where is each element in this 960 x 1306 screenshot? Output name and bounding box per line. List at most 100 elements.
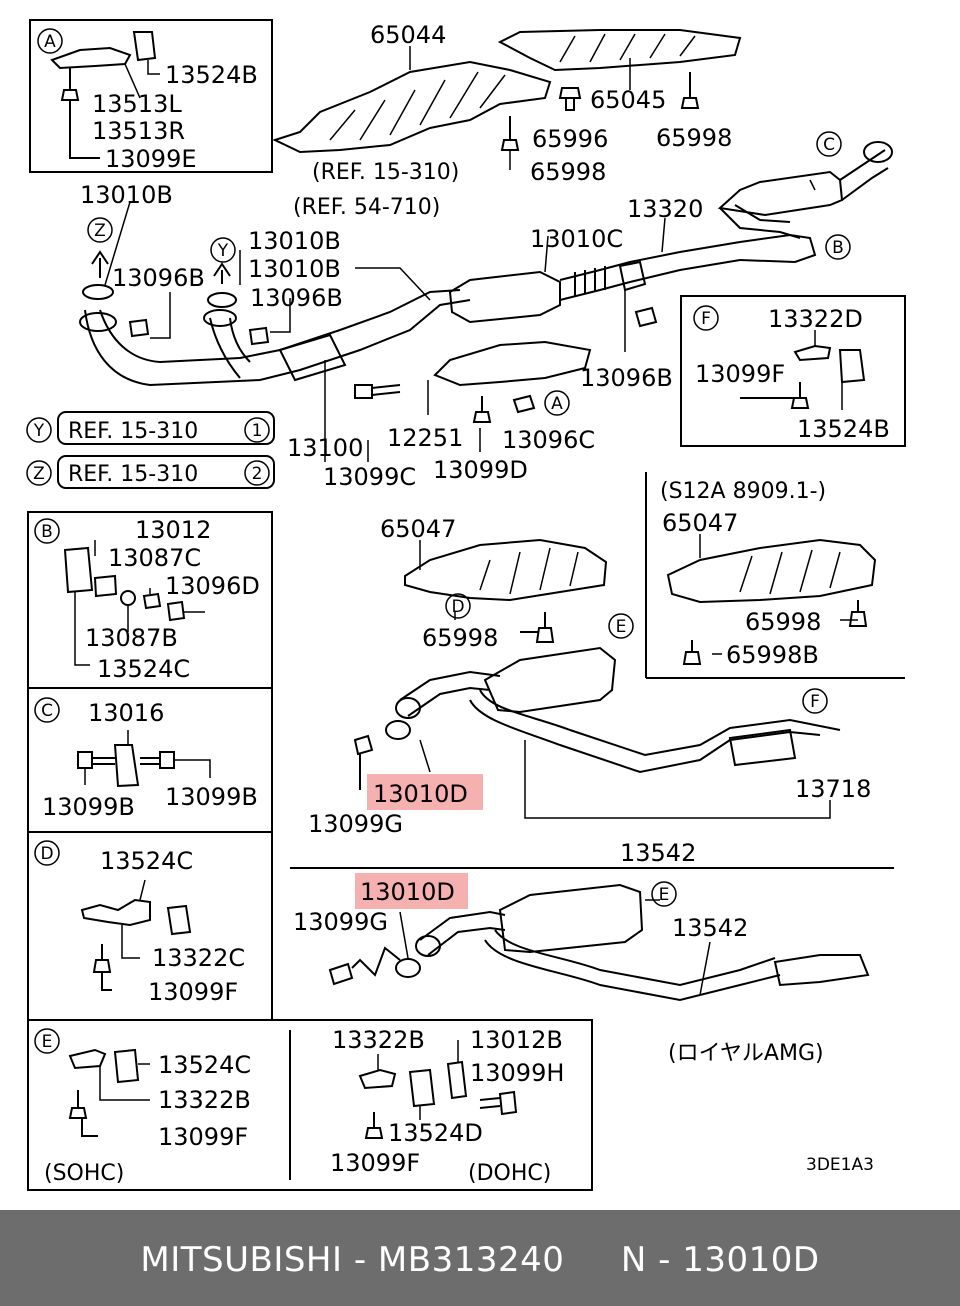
- box-e-dohc-13099H: 13099H: [470, 1059, 564, 1087]
- box-e-dohc-hanger: [358, 1068, 397, 1090]
- box-b-bush: [93, 574, 118, 598]
- label-13099D: 13099D: [433, 456, 528, 484]
- box-f-hanger: [793, 344, 832, 362]
- bolt-65998B: [682, 640, 702, 665]
- marker-y: Y: [217, 241, 229, 261]
- box-b-label-13087C: 13087C: [108, 544, 201, 572]
- box-d-rubber: [166, 904, 192, 936]
- box-e-dohc-13099F: 13099F: [330, 1149, 420, 1177]
- label-13542-b: 13542: [672, 914, 748, 942]
- marker-circle-d-box: [34, 840, 60, 866]
- marker-circle-y: [210, 237, 236, 263]
- marker-f-mid: F: [810, 692, 820, 712]
- muffler-amg-flange: [415, 935, 441, 957]
- label-65998-c: 65998: [422, 624, 498, 652]
- box-e-frame: [27, 1019, 593, 1191]
- box-c-bolt-right: [140, 751, 175, 769]
- label-12251: 12251: [387, 424, 463, 452]
- nut-13096B-right: [634, 306, 658, 328]
- marker-circle-e-mid: [608, 613, 634, 639]
- marker-two: 2: [252, 464, 263, 484]
- box-d-hanger: [80, 898, 151, 927]
- marker-b-box: B: [41, 522, 53, 542]
- label-13010B-a: 13010B: [80, 181, 173, 209]
- y-ref-box: [57, 411, 275, 445]
- footer-brand: MITSUBISHI: [140, 1240, 343, 1280]
- z-ref-text: REF. 15-310: [68, 462, 198, 487]
- bolt-65045: [558, 87, 582, 111]
- tailpipe-silencer: [728, 728, 797, 767]
- marker-circle-two: [244, 460, 270, 486]
- marker-f-box: F: [701, 309, 711, 329]
- box-e-dohc-bolt-2: [364, 1112, 384, 1139]
- resonator-outlet-flange: [863, 141, 893, 163]
- label-13099G-b: 13099G: [293, 908, 388, 936]
- box-e-dohc-bolt: [479, 1090, 518, 1116]
- label-ref-54-710: (REF. 54-710): [293, 195, 440, 220]
- label-13010D-b: 13010D: [360, 878, 455, 906]
- label-13542-a: 13542: [620, 839, 696, 867]
- box-c-label-13099B-b: 13099B: [165, 783, 258, 811]
- label-13718: 13718: [795, 775, 871, 803]
- label-13100: 13100: [287, 434, 363, 462]
- footer-n-code: 13010D: [682, 1240, 820, 1280]
- muffler-main-inlet: [399, 670, 501, 717]
- box-e-sohc-rubber: [113, 1048, 140, 1084]
- arrow-y: [213, 262, 231, 284]
- box-c-bolt-left: [77, 751, 115, 769]
- label-13096C: 13096C: [502, 426, 595, 454]
- box-e-sohc-13322B: 13322B: [158, 1086, 251, 1114]
- label-royal-amg: (ロイヤルAMG): [668, 1041, 824, 1066]
- marker-b-top: B: [832, 238, 844, 258]
- front-pipe-13100-b: [99, 289, 461, 364]
- label-13320: 13320: [627, 195, 703, 223]
- muffler-amg-tailpipe: [484, 929, 781, 1002]
- box-b-label-13096D: 13096D: [165, 572, 260, 600]
- flange-left: [79, 312, 117, 332]
- label-65047-b: 65047: [662, 509, 738, 537]
- marker-circle-d-mid: [445, 593, 471, 619]
- label-65996: 65996: [532, 125, 608, 153]
- bolt-65998-a: [680, 72, 700, 109]
- label-65045: 65045: [590, 86, 666, 114]
- label-13099G-a: 13099G: [308, 810, 403, 838]
- box-b-label-13524C: 13524C: [97, 655, 190, 683]
- front-pipe-right-leg: [209, 317, 251, 379]
- leaders-middle: [419, 739, 831, 819]
- box-c-label-13099B-a: 13099B: [42, 793, 135, 821]
- heat-shield-65044-ribs: [329, 71, 506, 141]
- heat-shield-65047-right-ribs: [739, 549, 841, 595]
- label-65998B: 65998B: [726, 641, 819, 669]
- heat-shield-65047-right: [666, 538, 877, 604]
- marker-circle-y-ref: [26, 417, 52, 443]
- heat-shield-65047-left: [404, 538, 608, 602]
- bolt-13099G-a: [353, 734, 374, 790]
- marker-circle-a-mid: [544, 390, 570, 416]
- footer-n-label: N: [620, 1240, 647, 1280]
- marker-circle-b-top: [825, 234, 851, 260]
- label-13099C: 13099C: [323, 463, 416, 491]
- box-a-label-13524B: 13524B: [165, 61, 258, 89]
- box-a-leaders: [124, 60, 160, 99]
- label-13096B-b: 13096B: [250, 284, 343, 312]
- box-a-label-13099E: 13099E: [105, 145, 197, 173]
- box-a-frame: [29, 19, 273, 173]
- highlight-13010D-b: [355, 873, 468, 909]
- marker-one: 1: [252, 421, 263, 441]
- bolt-13099G-b: [328, 946, 401, 986]
- marker-c-box: C: [41, 701, 53, 721]
- heat-shield-65045: [497, 29, 742, 72]
- box-d-label-13524C: 13524C: [100, 847, 193, 875]
- label-65044: 65044: [370, 21, 446, 49]
- exhaust-parts-diagram: A C Z Y B F A Y 1 Z 2 B D E F C D E E 65…: [26, 19, 906, 1191]
- marker-z-ref: Z: [33, 464, 45, 484]
- gasket-right: [207, 292, 237, 308]
- bolt-65998-c: [520, 612, 555, 643]
- marker-circle-e-box: [34, 1028, 60, 1054]
- label-65998-b: 65998: [530, 158, 606, 186]
- marker-circle-a-box: [37, 28, 63, 54]
- marker-circle-e-bottom: [651, 881, 677, 907]
- resonator-outlet: [839, 149, 889, 201]
- label-65998-d: 65998: [745, 608, 821, 636]
- label-13010B-c: 13010B: [248, 255, 341, 283]
